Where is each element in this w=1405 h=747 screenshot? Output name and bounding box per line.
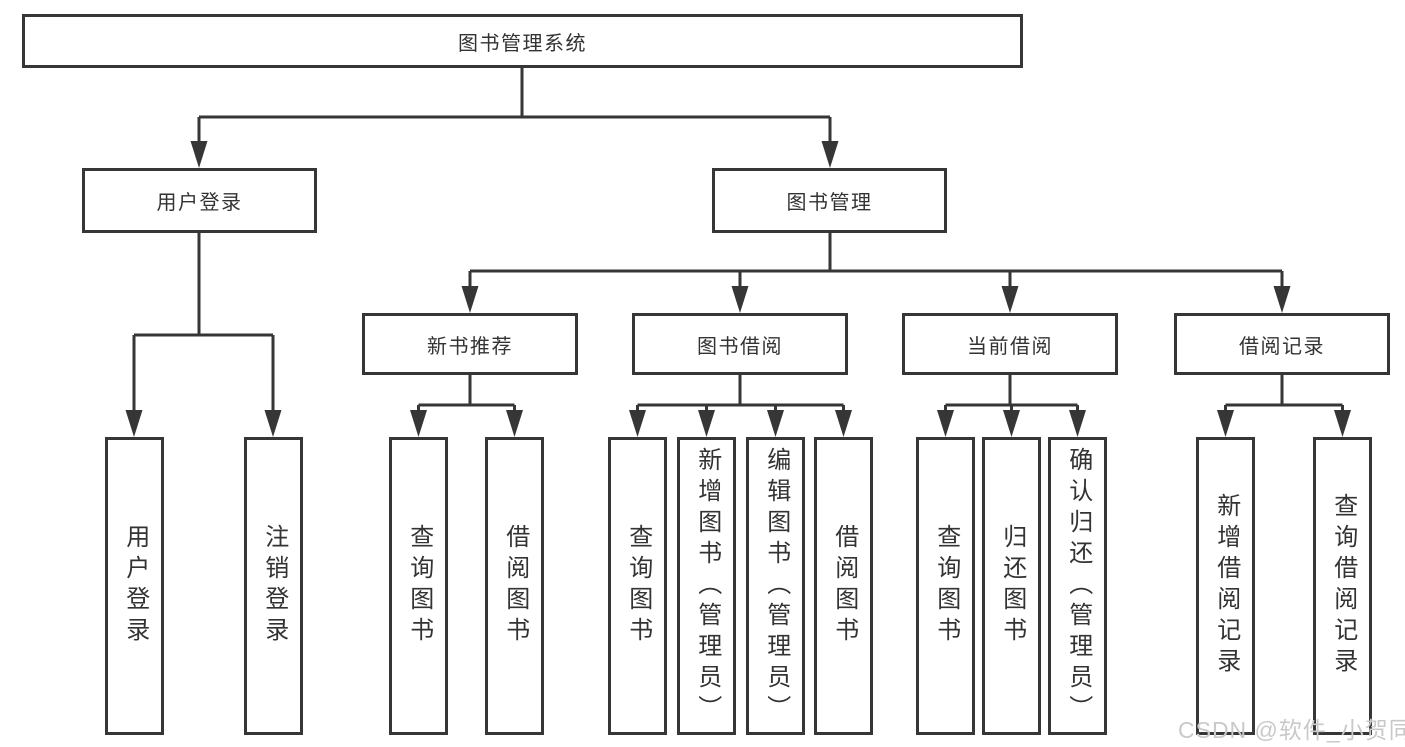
arrowheads: [125, 141, 1351, 437]
node-borrow-records: 借阅记录: [1174, 313, 1390, 375]
leaf-confirm-return-admin-label: 确认归还（管理员）: [1064, 446, 1092, 726]
arrowhead: [1001, 286, 1019, 313]
node-root-system: 图书管理系统: [22, 14, 1023, 68]
leaf-confirm-return-admin: 确认归还（管理员）: [1048, 437, 1107, 735]
arrowhead: [506, 410, 523, 437]
connector-borrow-records-subtree: [1224, 375, 1344, 416]
leaf-query-books-recommend-label: 查询图书: [405, 524, 433, 648]
leaf-query-books-borrow-label: 查询图书: [624, 524, 652, 648]
leaf-borrow-books-recommend: 借阅图书: [485, 437, 544, 735]
arrowhead: [1273, 286, 1291, 313]
node-book-management-label: 图书管理: [786, 192, 873, 214]
connector-book-borrow-subtree: [636, 375, 845, 416]
leaf-borrow-books-label: 借阅图书: [830, 524, 858, 648]
arrowhead: [731, 286, 749, 313]
arrowhead: [461, 286, 479, 313]
leaf-add-book-admin-label: 新增图书（管理员）: [693, 446, 721, 726]
arrowhead: [835, 410, 852, 437]
node-book-borrow: 图书借阅: [632, 313, 848, 375]
arrowhead: [698, 410, 715, 437]
leaf-add-book-admin: 新增图书（管理员）: [677, 437, 736, 735]
node-borrow-records-label: 借阅记录: [1239, 335, 1325, 358]
leaf-edit-book-admin-label: 编辑图书（管理员）: [762, 446, 790, 726]
node-current-borrow-label: 当前借阅: [967, 335, 1053, 358]
leaf-add-borrow-record-label: 新增借阅记录: [1212, 493, 1240, 679]
arrowhead: [1069, 410, 1086, 437]
arrowhead: [767, 410, 784, 437]
connector-root-to-level2: [197, 68, 832, 148]
arrowhead: [629, 410, 646, 437]
arrowhead: [1003, 410, 1020, 437]
leaf-query-borrow-record-label: 查询借阅记录: [1329, 493, 1357, 679]
connector-new-book-subtree: [417, 375, 516, 416]
connector-book-mgmt-to-level3: [468, 233, 1284, 292]
arrowhead: [125, 410, 143, 437]
arrowhead: [264, 410, 282, 437]
leaf-borrow-books: 借阅图书: [814, 437, 873, 735]
node-user-login-label: 用户登录: [156, 192, 243, 214]
leaf-return-book-label: 归还图书: [998, 524, 1026, 648]
connector-current-borrow-subtree: [944, 375, 1079, 416]
connector-user-login-subtree: [132, 233, 275, 416]
arrowhead: [1334, 410, 1351, 437]
leaf-user-login: 用户登录: [105, 437, 164, 735]
arrowhead: [190, 141, 208, 168]
leaf-query-books-borrow: 查询图书: [608, 437, 667, 735]
leaf-query-borrow-record: 查询借阅记录: [1313, 437, 1372, 735]
arrowhead: [821, 141, 839, 168]
node-root-label: 图书管理系统: [458, 32, 587, 55]
leaf-return-book: 归还图书: [982, 437, 1041, 735]
arrowhead: [937, 410, 954, 437]
node-book-management: 图书管理: [712, 168, 947, 233]
leaf-query-books-recommend: 查询图书: [389, 437, 448, 735]
leaf-logout-label: 注销登录: [260, 524, 288, 648]
node-user-login: 用户登录: [82, 168, 317, 233]
leaf-logout: 注销登录: [244, 437, 303, 735]
csdn-watermark: CSDN @软件_小贺同学: [1178, 717, 1405, 743]
leaf-query-books-current-label: 查询图书: [932, 524, 960, 648]
node-new-book-recommend-label: 新书推荐: [427, 335, 513, 358]
node-book-borrow-label: 图书借阅: [697, 335, 783, 358]
arrowhead: [1217, 410, 1234, 437]
leaf-add-borrow-record: 新增借阅记录: [1196, 437, 1255, 735]
leaf-borrow-books-recommend-label: 借阅图书: [501, 524, 529, 648]
leaf-user-login-label: 用户登录: [121, 524, 149, 648]
leaf-edit-book-admin: 编辑图书（管理员）: [746, 437, 805, 735]
node-current-borrow: 当前借阅: [902, 313, 1118, 375]
arrowhead: [410, 410, 427, 437]
leaf-query-books-current: 查询图书: [916, 437, 975, 735]
node-new-book-recommend: 新书推荐: [362, 313, 578, 375]
